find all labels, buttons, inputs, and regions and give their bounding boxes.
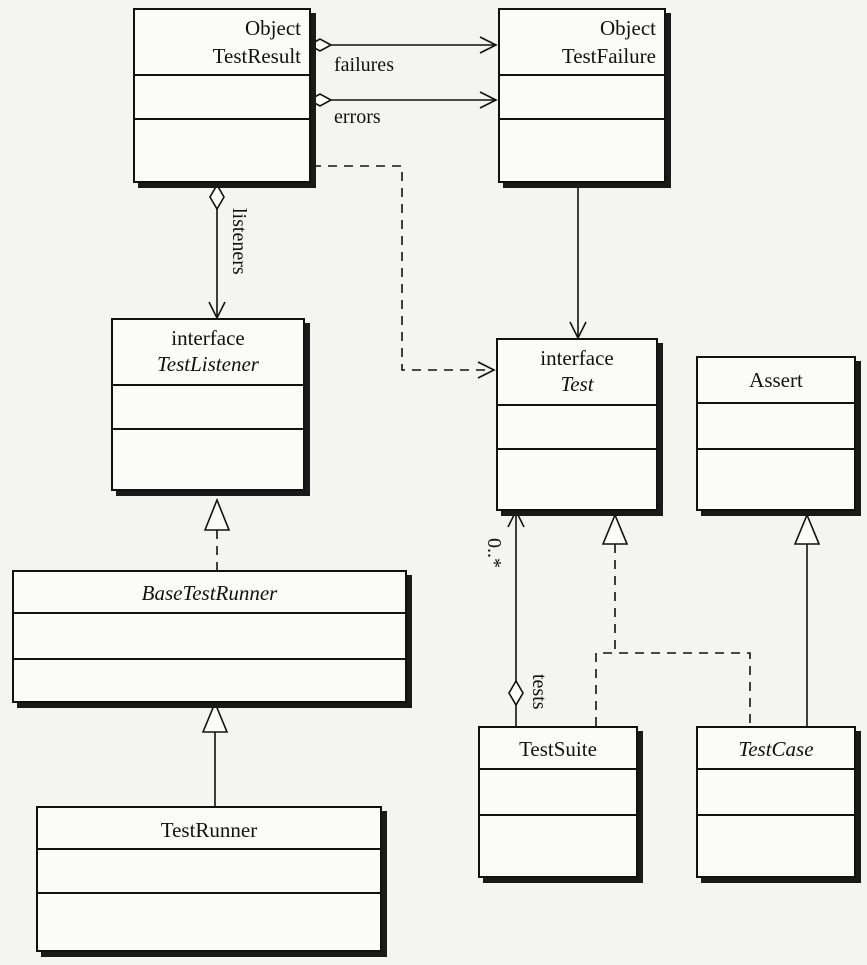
tests-label: tests	[528, 674, 550, 710]
listeners-association	[208, 183, 226, 320]
test-realization	[595, 512, 751, 726]
class-testrunner[interactable]: TestRunner	[36, 806, 382, 952]
tests-association	[507, 509, 525, 726]
class-testresult[interactable]: Object TestResult	[133, 8, 311, 183]
class-testsuite[interactable]: TestSuite	[478, 726, 638, 878]
testcase-generalization	[793, 512, 821, 726]
class-assert[interactable]: Assert	[696, 356, 856, 511]
multiplicity-label: 0..*	[483, 538, 505, 568]
testfailure-test-association	[569, 183, 587, 340]
assert-name: Assert	[749, 368, 803, 392]
testresult-test-dependency	[312, 165, 496, 379]
errors-association	[307, 91, 498, 109]
basetestrunner-name: BaseTestRunner	[141, 581, 278, 605]
test-stereotype: interface	[540, 346, 614, 370]
class-testlistener[interactable]: interface TestListener	[111, 318, 305, 491]
errors-label: errors	[334, 106, 381, 128]
listeners-label: listeners	[228, 208, 250, 275]
testrunner-generalization	[201, 700, 229, 806]
class-basetestrunner[interactable]: BaseTestRunner	[12, 570, 407, 703]
testlistener-name: TestListener	[157, 352, 259, 376]
testfailure-name: TestFailure	[561, 44, 656, 68]
testresult-name: TestResult	[212, 44, 301, 68]
testcase-name: TestCase	[738, 737, 814, 761]
class-test[interactable]: interface Test	[496, 338, 658, 511]
testresult-stereotype: Object	[245, 16, 301, 40]
testrunner-name: TestRunner	[160, 818, 258, 842]
testsuite-name: TestSuite	[519, 737, 597, 761]
testfailure-stereotype: Object	[600, 16, 656, 40]
basetestrunner-realization	[203, 497, 231, 570]
class-testfailure[interactable]: Object TestFailure	[498, 8, 666, 183]
testlistener-stereotype: interface	[171, 326, 245, 350]
class-testcase[interactable]: TestCase	[696, 726, 856, 878]
failures-association	[307, 36, 498, 54]
failures-label: failures	[334, 54, 394, 76]
test-name: Test	[560, 372, 594, 396]
